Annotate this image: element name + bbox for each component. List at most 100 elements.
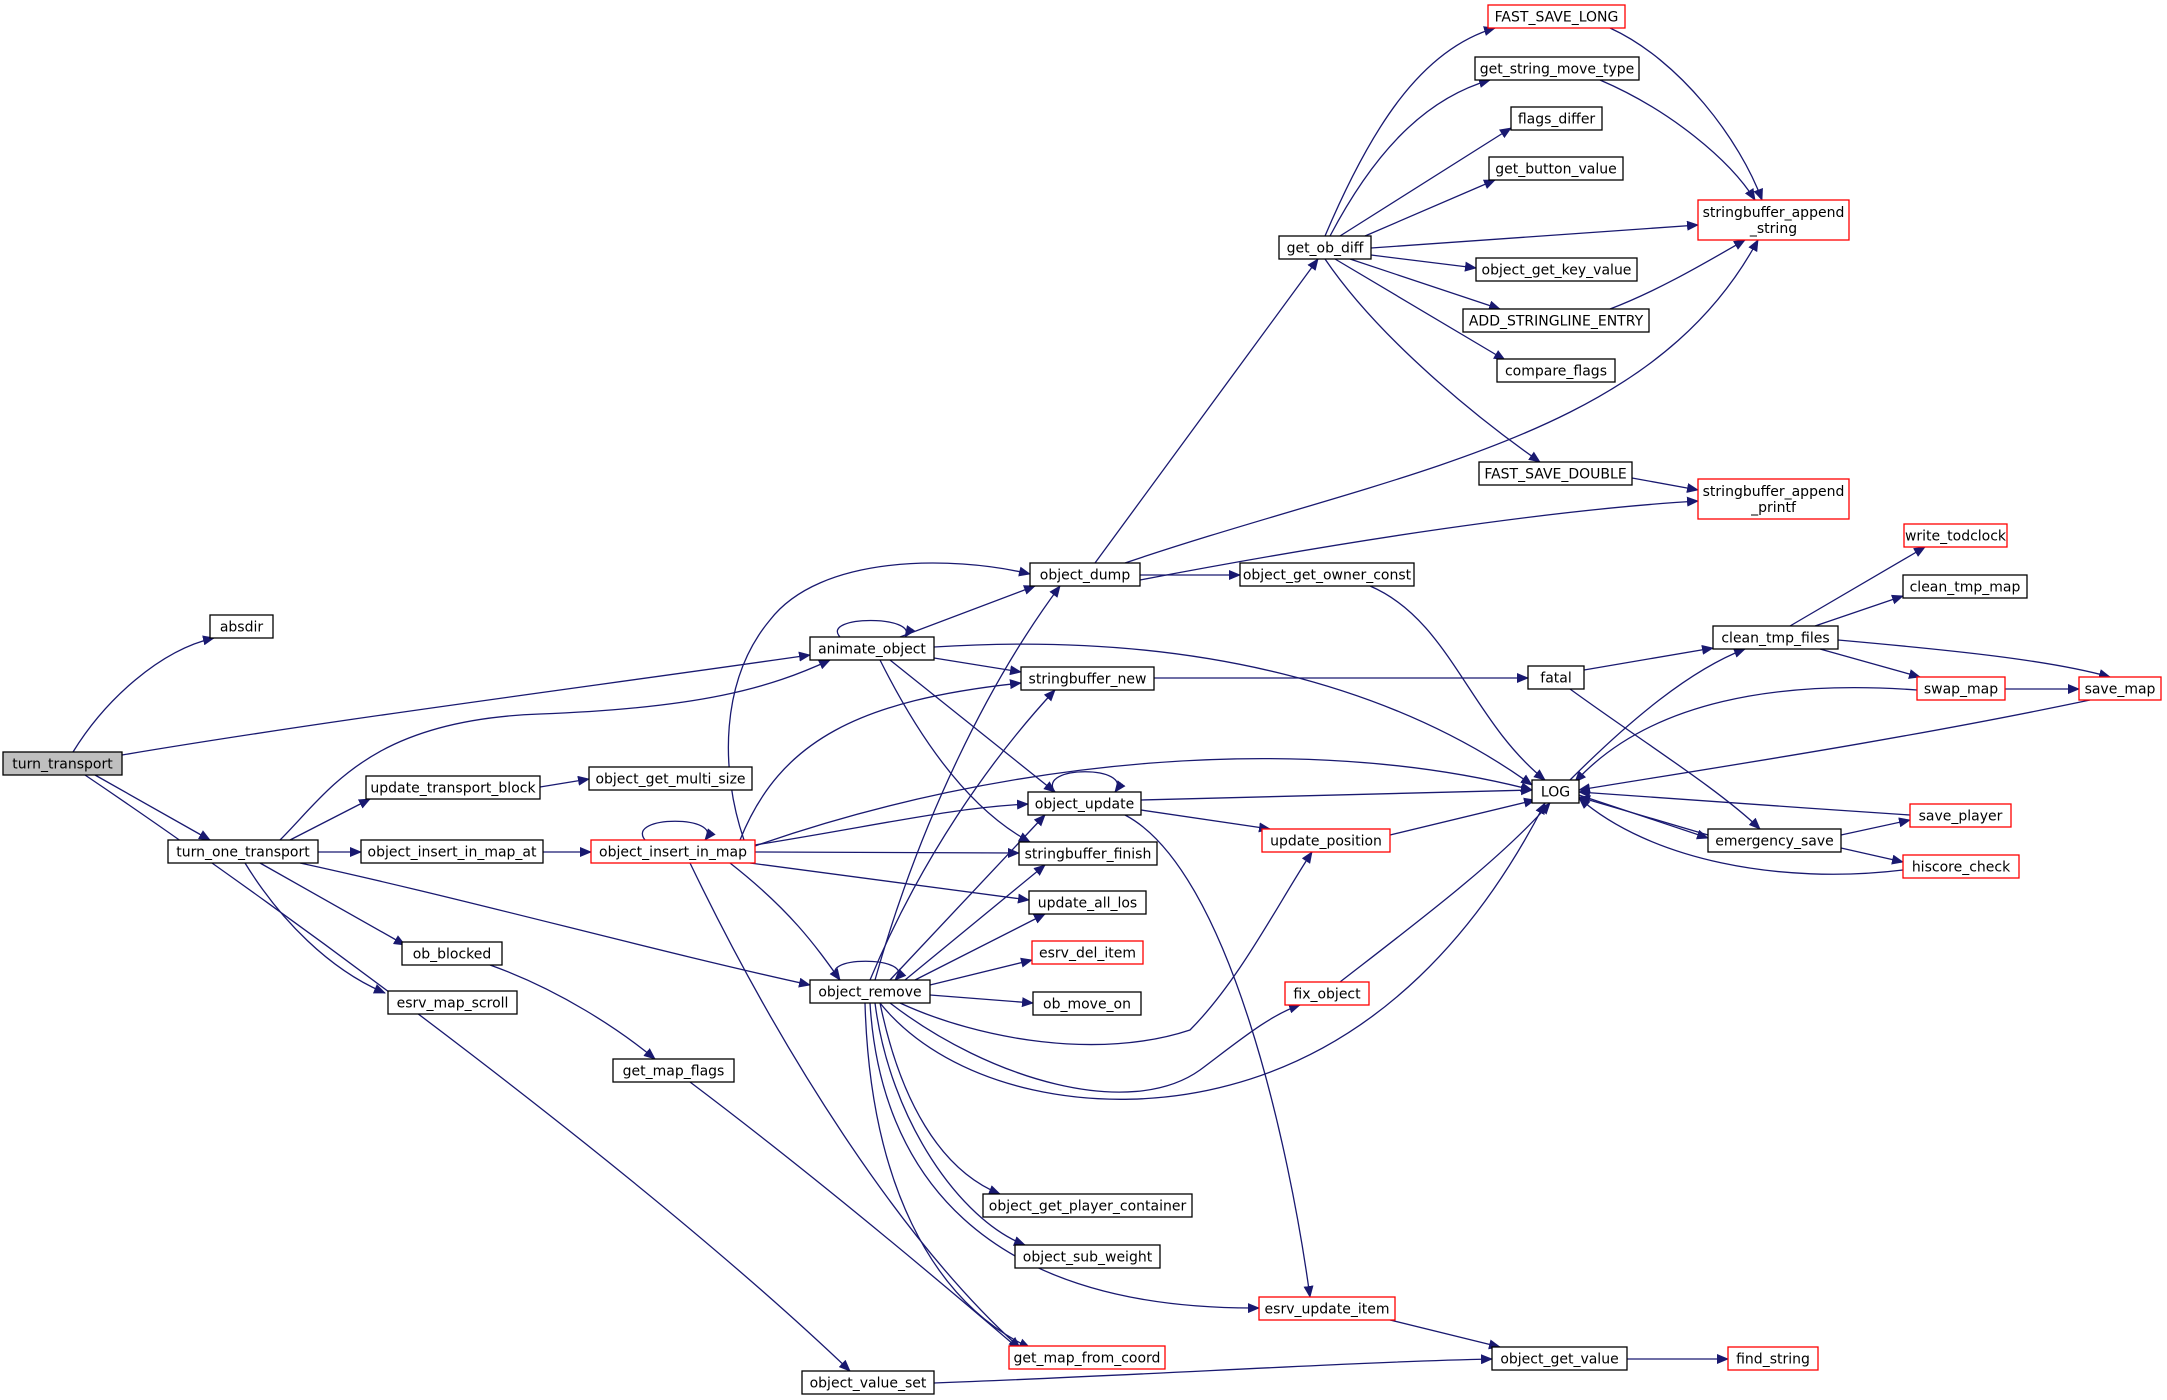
node-update_all_los[interactable]: update_all_los bbox=[1028, 890, 1147, 915]
node-get_string_move_type[interactable]: get_string_move_type bbox=[1474, 56, 1640, 81]
node-turn_transport[interactable]: turn_transport bbox=[2, 751, 123, 776]
edge-object_dump-to-get_ob_diff bbox=[1094, 258, 1319, 564]
node-object_get_value[interactable]: object_get_value bbox=[1491, 1346, 1628, 1371]
node-label: get_button_value bbox=[1495, 162, 1616, 178]
edge-object_insert_in_map-to-object_insert_in_map bbox=[641, 820, 716, 841]
node-FAST_SAVE_LONG[interactable]: FAST_SAVE_LONG bbox=[1487, 4, 1626, 29]
node-box bbox=[1909, 803, 2012, 828]
node-box bbox=[1491, 1346, 1628, 1371]
node-animate_object[interactable]: animate_object bbox=[809, 636, 935, 661]
edge-object_insert_in_map-to-object_dump bbox=[727, 562, 1031, 841]
node-find_string[interactable]: find_string bbox=[1727, 1346, 1819, 1371]
node-label: swap_map bbox=[1924, 682, 1998, 698]
node-label: fix_object bbox=[1293, 987, 1361, 1003]
node-box bbox=[809, 636, 935, 661]
edge-object_insert_in_map-to-object_remove bbox=[729, 862, 841, 981]
node-box bbox=[809, 979, 931, 1004]
node-box bbox=[982, 1193, 1193, 1218]
node-stringbuffer_append_printf[interactable]: stringbuffer_append_printf bbox=[1697, 478, 1850, 520]
node-label: ob_move_on bbox=[1043, 997, 1131, 1013]
node-box bbox=[1474, 56, 1640, 81]
node-box bbox=[1239, 562, 1415, 587]
node-box bbox=[360, 839, 544, 864]
edge-object_insert_in_map-to-object_update bbox=[754, 799, 1029, 846]
node-object_value_set[interactable]: object_value_set bbox=[801, 1370, 935, 1395]
node-label: get_ob_diff bbox=[1287, 241, 1364, 257]
edge-FAST_SAVE_LONG-to-stringbuffer_append_string bbox=[1609, 27, 1763, 201]
node-object_update[interactable]: object_update bbox=[1027, 791, 1142, 816]
edge-object_remove-to-ob_move_on bbox=[929, 994, 1034, 1008]
node-box bbox=[1032, 991, 1142, 1016]
node-clean_tmp_map[interactable]: clean_tmp_map bbox=[1902, 574, 2028, 599]
node-stringbuffer_finish[interactable]: stringbuffer_finish bbox=[1018, 841, 1158, 866]
node-update_transport_block[interactable]: update_transport_block bbox=[365, 775, 541, 800]
node-box bbox=[1902, 854, 2020, 879]
node-box bbox=[612, 1058, 735, 1083]
node-object_get_key_value[interactable]: object_get_key_value bbox=[1475, 257, 1638, 282]
node-object_insert_in_map[interactable]: object_insert_in_map bbox=[590, 839, 756, 864]
node-esrv_del_item[interactable]: esrv_del_item bbox=[1031, 940, 1144, 965]
node-ob_move_on[interactable]: ob_move_on bbox=[1032, 991, 1142, 1016]
node-object_get_multi_size[interactable]: object_get_multi_size bbox=[588, 766, 753, 791]
node-label: object_dump bbox=[1040, 568, 1131, 584]
node-esrv_map_scroll[interactable]: esrv_map_scroll bbox=[387, 990, 518, 1015]
edge-esrv_update_item-to-object_get_value bbox=[1389, 1319, 1501, 1350]
edge-LOG-to-clean_tmp_files bbox=[1569, 648, 1746, 781]
node-clean_tmp_files[interactable]: clean_tmp_files bbox=[1712, 625, 1839, 650]
node-object_remove[interactable]: object_remove bbox=[809, 979, 931, 1004]
node-save_player[interactable]: save_player bbox=[1909, 803, 2012, 828]
node-box bbox=[1496, 358, 1616, 383]
node-object_insert_in_map_at[interactable]: object_insert_in_map_at bbox=[360, 839, 544, 864]
node-emergency_save[interactable]: emergency_save bbox=[1707, 828, 1842, 853]
node-compare_flags[interactable]: compare_flags bbox=[1496, 358, 1616, 383]
edge-emergency_save-to-LOG bbox=[1578, 795, 1709, 836]
edge-swap_map-to-LOG bbox=[1574, 686, 1918, 783]
node-label: esrv_map_scroll bbox=[397, 996, 509, 1012]
node-fatal[interactable]: fatal bbox=[1527, 665, 1585, 690]
node-box bbox=[1531, 779, 1580, 804]
edge-save_map-to-LOG bbox=[1578, 699, 2091, 794]
node-write_todclock[interactable]: write_todclock bbox=[1903, 523, 2008, 548]
node-stringbuffer_new[interactable]: stringbuffer_new bbox=[1020, 666, 1155, 691]
node-label: object_update bbox=[1035, 797, 1134, 813]
edge-get_ob_diff-to-get_button_value bbox=[1364, 179, 1496, 237]
node-esrv_update_item[interactable]: esrv_update_item bbox=[1258, 1296, 1396, 1321]
edge-get_ob_diff-to-FAST_SAVE_LONG bbox=[1324, 26, 1496, 237]
node-LOG[interactable]: LOG bbox=[1531, 779, 1580, 804]
node-stringbuffer_append_string[interactable]: stringbuffer_append_string bbox=[1697, 199, 1850, 241]
node-box bbox=[1916, 676, 2006, 701]
node-FAST_SAVE_DOUBLE[interactable]: FAST_SAVE_DOUBLE bbox=[1478, 461, 1633, 486]
node-save_map[interactable]: save_map bbox=[2078, 676, 2162, 701]
node-fix_object[interactable]: fix_object bbox=[1284, 981, 1370, 1006]
node-label: object_insert_in_map_at bbox=[368, 845, 538, 861]
node-box bbox=[1029, 562, 1141, 587]
edge-object_remove-to-object_update bbox=[889, 814, 1046, 981]
node-swap_map[interactable]: swap_map bbox=[1916, 676, 2006, 701]
node-label: clean_tmp_map bbox=[1910, 580, 2021, 596]
node-object_get_player_container[interactable]: object_get_player_container bbox=[982, 1193, 1193, 1218]
node-get_map_flags[interactable]: get_map_flags bbox=[612, 1058, 735, 1083]
node-update_position[interactable]: update_position bbox=[1261, 828, 1391, 853]
node-flags_differ[interactable]: flags_differ bbox=[1510, 106, 1603, 131]
node-box bbox=[1475, 257, 1638, 282]
node-hiscore_check[interactable]: hiscore_check bbox=[1902, 854, 2020, 879]
node-turn_one_transport[interactable]: turn_one_transport bbox=[167, 839, 319, 864]
node-get_map_from_coord[interactable]: get_map_from_coord bbox=[1008, 1345, 1166, 1370]
node-layer: turn_transport absdir animate_object turn_o… bbox=[2, 4, 2162, 1395]
node-get_ob_diff[interactable]: get_ob_diff bbox=[1278, 235, 1372, 260]
node-ADD_STRINGLINE_ENTRY[interactable]: ADD_STRINGLINE_ENTRY bbox=[1462, 308, 1650, 333]
edge-fix_object-to-LOG bbox=[1339, 802, 1551, 983]
node-object_sub_weight[interactable]: object_sub_weight bbox=[1014, 1244, 1161, 1269]
edge-update_position-to-LOG bbox=[1389, 797, 1536, 836]
node-object_dump[interactable]: object_dump bbox=[1029, 562, 1141, 587]
edge-get_ob_diff-to-stringbuffer_append_string bbox=[1370, 220, 1699, 249]
node-absdir[interactable]: absdir bbox=[209, 614, 274, 639]
node-label: update_all_los bbox=[1038, 896, 1137, 912]
node-box bbox=[387, 990, 518, 1015]
node-get_button_value[interactable]: get_button_value bbox=[1488, 156, 1624, 181]
edge-object_remove-to-stringbuffer_finish bbox=[904, 864, 1046, 981]
node-object_get_owner_const[interactable]: object_get_owner_const bbox=[1239, 562, 1415, 587]
node-ob_blocked[interactable]: ob_blocked bbox=[401, 941, 503, 966]
edge-fatal-to-emergency_save bbox=[1569, 688, 1761, 830]
